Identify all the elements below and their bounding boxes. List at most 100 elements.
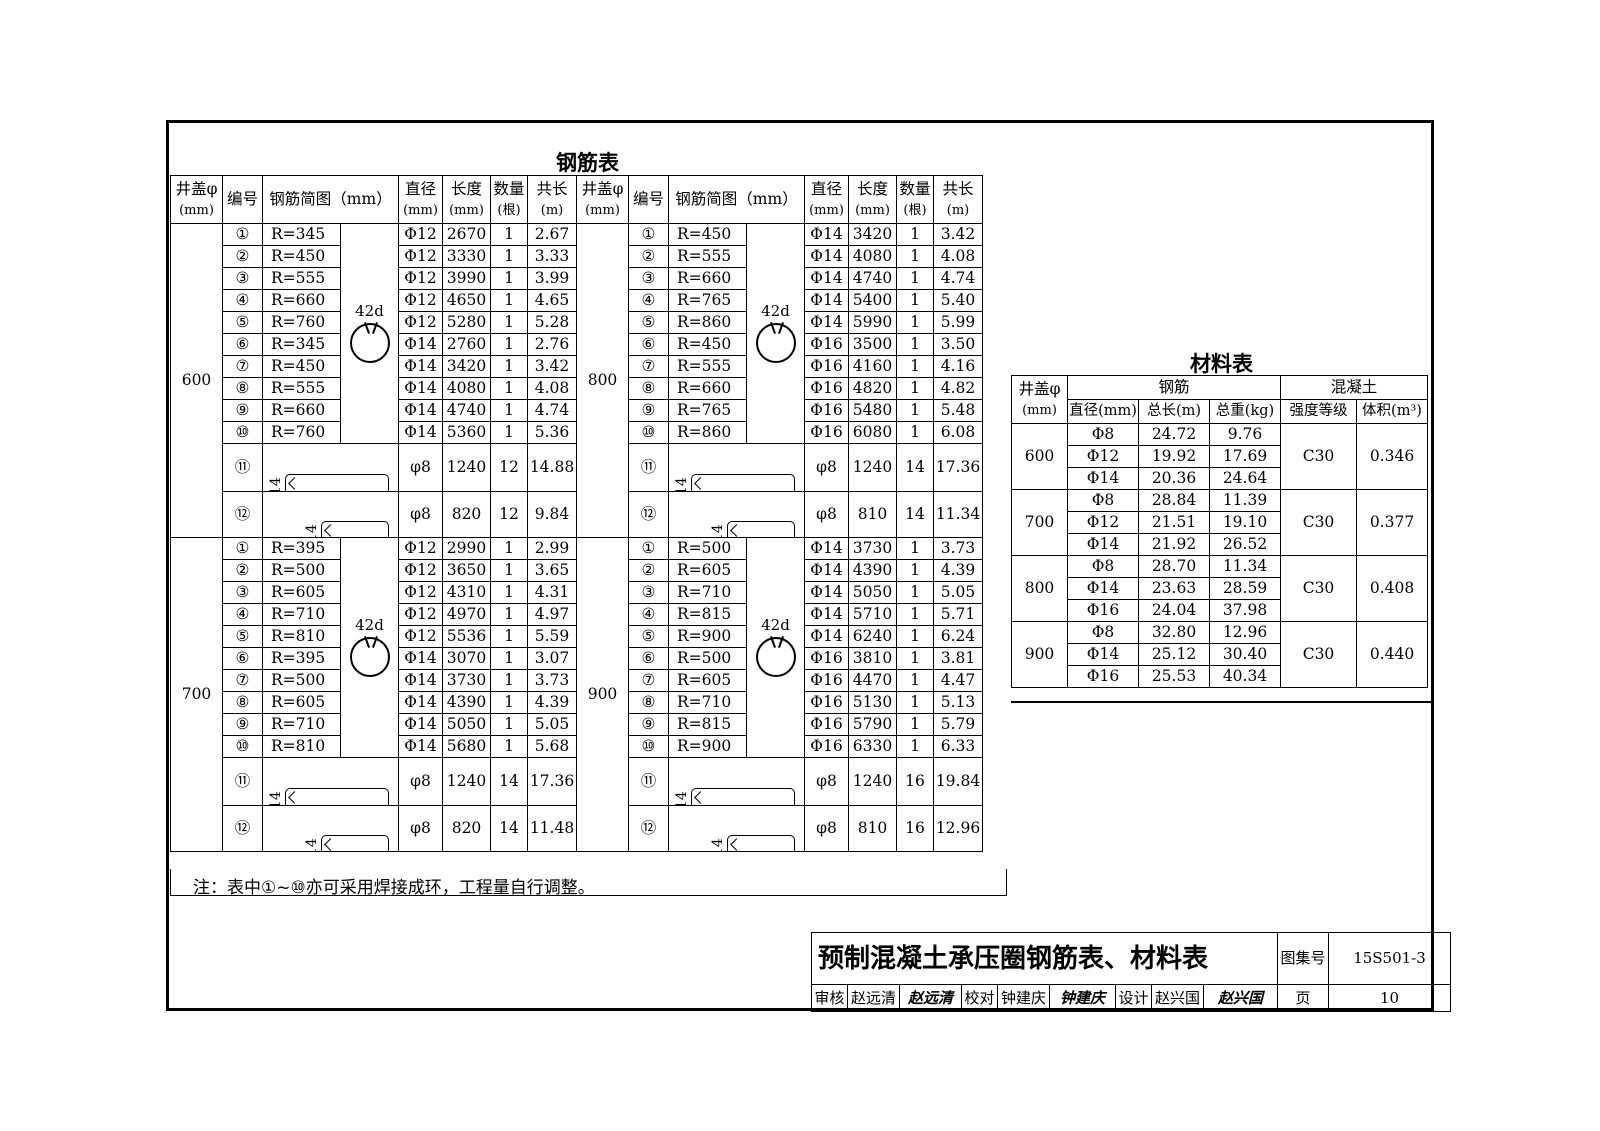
bar-quantity: 16 [896, 805, 934, 852]
rebar-diameter: Φ12 [1067, 511, 1139, 534]
bar-total-length: 2.99 [527, 537, 577, 560]
bar-quantity: 1 [896, 537, 934, 560]
bar-total-length: 5.05 [933, 581, 983, 604]
rebar-diameter: Φ16 [1067, 599, 1139, 622]
bar-length: 4740 [848, 267, 897, 290]
bar-diameter: φ8 [398, 757, 443, 806]
bar-total-length: 4.82 [933, 377, 983, 400]
bar-total-length: 2.67 [527, 223, 577, 246]
bar-length: 4820 [848, 377, 897, 400]
bar-number: ⑩ [628, 421, 669, 444]
bar-diameter: Φ14 [398, 647, 443, 670]
bar-total-length: 3.99 [527, 267, 577, 290]
bar-total-length: 3.73 [933, 537, 983, 560]
bar-total-length: 5.59 [527, 625, 577, 648]
header-len: 长度(mm) [848, 175, 897, 224]
header-dia: 直径(mm) [804, 175, 849, 224]
header-cover: 井盖φ(mm) [576, 175, 629, 224]
bar-number: ⑤ [222, 311, 263, 334]
bar-radius: R=605 [262, 581, 341, 604]
stirrup-cell: 114434 [262, 443, 399, 492]
bar-number: ④ [628, 289, 669, 312]
review-label: 审核 [811, 984, 848, 1012]
bar-diameter: Φ16 [804, 355, 849, 378]
bar-diameter: Φ14 [398, 399, 443, 422]
stirrup-height-label: 114 [674, 790, 690, 806]
bar-diameter: Φ16 [804, 421, 849, 444]
bar-length: 1240 [442, 757, 491, 806]
header-total-unit: (m) [540, 202, 564, 218]
concrete-grade: C30 [1280, 621, 1357, 688]
bar-total-length: 17.36 [933, 443, 983, 492]
header-qty: 数量(根) [490, 175, 528, 224]
bar-diameter: φ8 [398, 443, 443, 492]
header-len-unit: (mm) [855, 202, 890, 218]
bar-quantity: 1 [896, 691, 934, 714]
bar-length: 6080 [848, 421, 897, 444]
bar-radius: R=500 [262, 669, 341, 692]
header-no: 编号 [628, 175, 669, 224]
page-label: 页 [1277, 984, 1329, 1012]
cover-size: 900 [576, 537, 629, 852]
cover-size: 800 [576, 223, 629, 538]
bar-total-length: 3.81 [933, 647, 983, 670]
bar-radius: R=500 [668, 647, 747, 670]
stirrup-cell: 114225 [262, 805, 399, 852]
rebar-total-length: 32.80 [1138, 621, 1210, 644]
bar-diameter: φ8 [804, 491, 849, 538]
bar-diameter: Φ14 [398, 691, 443, 714]
bar-quantity: 1 [490, 603, 528, 626]
designer-signature: 赵兴国 [1203, 984, 1278, 1012]
bar-total-length: 4.08 [933, 245, 983, 268]
bar-length: 1240 [848, 443, 897, 492]
bar-quantity: 1 [896, 267, 934, 290]
ring-diagram: 42d [746, 223, 805, 444]
bar-diameter: Φ14 [804, 603, 849, 626]
bar-number: ③ [628, 581, 669, 604]
stirrup-cell: 114434 [668, 443, 805, 492]
bar-number: ⑫ [628, 805, 669, 852]
rebar-diameter: Φ12 [1067, 445, 1139, 468]
rebar-total-length: 21.92 [1138, 533, 1210, 556]
rebar-diameter: Φ8 [1067, 621, 1139, 644]
bar-diameter: Φ14 [398, 669, 443, 692]
header-dia-unit: (mm) [403, 202, 438, 218]
bar-diameter: Φ14 [398, 355, 443, 378]
bar-quantity: 1 [490, 625, 528, 648]
bar-diameter: Φ12 [398, 245, 443, 268]
concrete-volume: 0.440 [1356, 621, 1428, 688]
bar-number: ② [222, 559, 263, 582]
bar-total-length: 6.24 [933, 625, 983, 648]
bar-radius: R=605 [668, 559, 747, 582]
bar-total-length: 11.48 [527, 805, 577, 852]
rebar-total-length: 24.04 [1138, 599, 1210, 622]
bar-diameter: Φ16 [804, 647, 849, 670]
bar-total-length: 5.48 [933, 399, 983, 422]
bar-quantity: 1 [490, 289, 528, 312]
bar-length: 1240 [442, 443, 491, 492]
bar-length: 6330 [848, 735, 897, 758]
bar-quantity: 1 [896, 559, 934, 582]
bar-length: 3420 [848, 223, 897, 246]
bar-quantity: 1 [490, 311, 528, 334]
bar-radius: R=555 [262, 267, 341, 290]
stirrup-outline [691, 473, 795, 491]
bar-diameter: Φ16 [804, 669, 849, 692]
rebar-total-length: 28.84 [1138, 489, 1210, 512]
bar-quantity: 1 [896, 245, 934, 268]
stirrup-outline [321, 520, 389, 537]
ring-diagram: 42d [340, 537, 399, 758]
bar-number: ⑨ [222, 399, 263, 422]
bar-radius: R=450 [668, 333, 747, 356]
header-len: 长度(mm) [442, 175, 491, 224]
material-table-title: 材料表 [1190, 352, 1253, 376]
bar-radius: R=765 [668, 289, 747, 312]
bar-quantity: 12 [490, 491, 528, 538]
bar-quantity: 1 [490, 377, 528, 400]
bar-total-length: 4.31 [527, 581, 577, 604]
bar-diameter: Φ12 [398, 289, 443, 312]
bar-quantity: 1 [490, 267, 528, 290]
bar-total-length: 6.33 [933, 735, 983, 758]
header-qty-label: 数量 [899, 180, 931, 199]
rebar-total-weight: 26.52 [1209, 533, 1281, 556]
